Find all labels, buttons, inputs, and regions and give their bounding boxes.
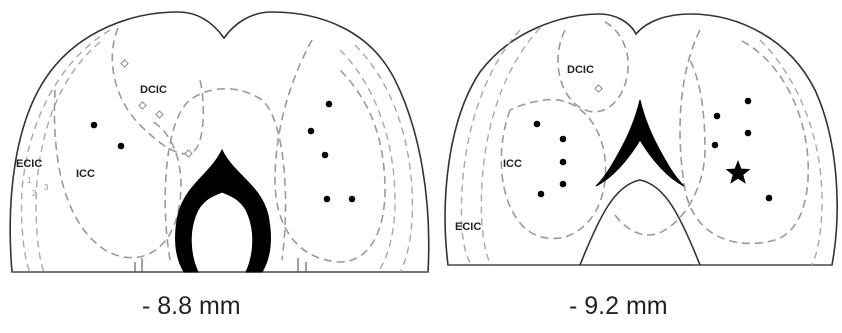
recording-site-dot bbox=[325, 100, 333, 108]
left-ecic-boundary-right-2 bbox=[354, 44, 414, 273]
right-label-ecic: ECIC bbox=[455, 221, 481, 233]
recording-site-dot bbox=[90, 121, 98, 129]
star-icon bbox=[725, 160, 751, 184]
left-layer-label-1: 1 bbox=[27, 176, 32, 185]
left-section-caption: - 8.8 mm bbox=[142, 292, 241, 320]
right-section-caption: - 9.2 mm bbox=[569, 292, 668, 320]
recording-site-dot bbox=[323, 195, 331, 203]
right-icc-boundary-right bbox=[679, 29, 810, 245]
left-dcic-boundary-left bbox=[111, 27, 205, 155]
right-icc-boundary-left bbox=[500, 98, 607, 240]
right-filled-markers bbox=[533, 97, 773, 202]
section-right: DCIC ICC ECIC bbox=[444, 13, 838, 266]
left-label-icc: ICC bbox=[76, 168, 95, 180]
recording-site-dot bbox=[307, 127, 315, 135]
left-bottom-ticks bbox=[134, 258, 307, 272]
left-ecic-boundary-right-1 bbox=[339, 49, 396, 273]
left-ecic-boundary-1 bbox=[20, 29, 111, 273]
recording-site-dot bbox=[321, 151, 329, 159]
recording-site-dot bbox=[117, 142, 125, 150]
section-left: DCIC ICC ECIC 1 2 3 bbox=[9, 11, 430, 273]
recording-site-dot bbox=[559, 135, 567, 143]
recording-site-dot bbox=[765, 194, 773, 202]
open-marker bbox=[594, 84, 603, 93]
left-layer-label-3: 3 bbox=[44, 183, 49, 192]
recording-site-dot bbox=[744, 129, 752, 137]
right-ecic-boundary-inner bbox=[480, 27, 541, 266]
open-marker bbox=[120, 59, 129, 68]
right-label-dcic: DCIC bbox=[567, 64, 594, 76]
recording-site-dot bbox=[559, 180, 567, 188]
left-dcic-boundary-right bbox=[274, 39, 386, 263]
left-layer-label-2: 2 bbox=[32, 189, 37, 198]
recording-site-dot bbox=[744, 97, 752, 105]
recording-site-dot bbox=[537, 190, 545, 198]
left-label-dcic: DCIC bbox=[140, 84, 167, 96]
recording-site-dot bbox=[713, 112, 721, 120]
left-open-markers bbox=[120, 59, 193, 158]
left-label-ecic: ECIC bbox=[16, 158, 42, 170]
left-aqueduct bbox=[175, 148, 271, 273]
right-outline bbox=[444, 13, 838, 266]
open-marker bbox=[184, 149, 193, 158]
recording-site-dot bbox=[348, 195, 356, 203]
recording-site-dot bbox=[711, 141, 719, 149]
left-icc-boundary bbox=[53, 89, 182, 259]
open-marker bbox=[155, 110, 164, 119]
right-label-icc: ICC bbox=[503, 158, 522, 170]
right-dcic-boundary bbox=[557, 21, 630, 113]
right-ecic-boundary-right bbox=[759, 39, 823, 266]
open-marker bbox=[138, 101, 147, 110]
recording-site-dot bbox=[533, 120, 541, 128]
left-filled-markers bbox=[90, 100, 356, 203]
right-open-markers bbox=[594, 84, 603, 93]
right-aqueduct bbox=[595, 99, 685, 187]
recording-site-dot bbox=[559, 158, 567, 166]
left-outline bbox=[9, 11, 430, 273]
right-ventral-notch bbox=[579, 179, 701, 266]
left-ecic-boundary-2 bbox=[35, 41, 101, 273]
